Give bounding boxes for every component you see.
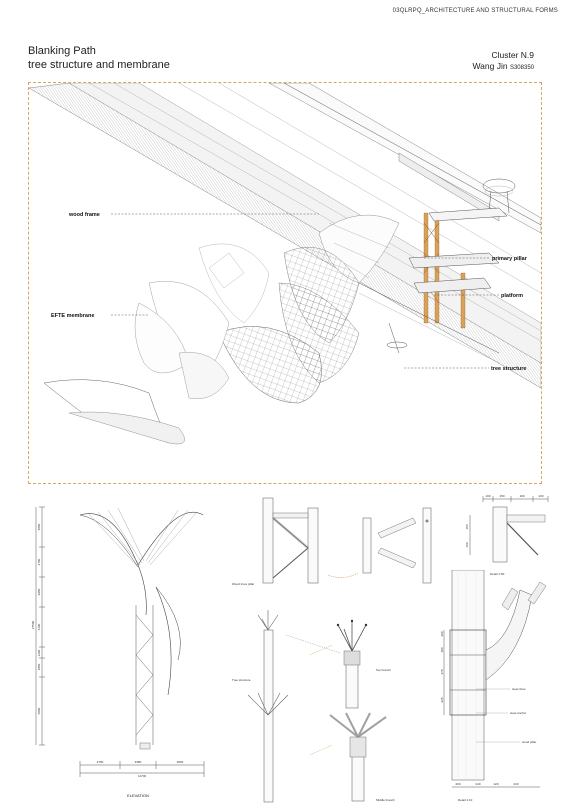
tree-pillar-full (247, 610, 289, 803)
detail-bottom-dim-3: 120 (493, 782, 498, 786)
dim-v-5: 1200 (37, 649, 41, 656)
detail-1-10-caption: Detail 1:10 (458, 798, 473, 802)
label-platform: platform (501, 293, 523, 299)
detail-bottom-dim-2: 240 (475, 782, 480, 786)
label-tree-structure: tree structure (491, 366, 526, 372)
dim-v-3: 2950 (37, 588, 41, 595)
sheet-title: Blanking Path tree structure and membran… (28, 44, 170, 72)
tree-caption: Tree structure (232, 678, 251, 682)
dim-h-3: 3500 (177, 760, 184, 764)
axonometric-drawing: wood frame EFTE membrane primary pillar … (29, 83, 541, 445)
wood-frame-shell (218, 214, 400, 404)
truss-side-dim-2: 100 (465, 542, 469, 547)
dim-v-2: 2700 (37, 558, 41, 565)
top-branch-label: Top branch (376, 668, 391, 672)
label-wood-frame: wood frame (68, 212, 100, 218)
efte-membrane (43, 243, 270, 445)
dim-h-2: 3380 (135, 760, 142, 764)
student-id: S308350 (509, 65, 534, 71)
author-line: Wang Jin S308350 (472, 61, 534, 74)
detail-side-dim-4: 225 (440, 697, 444, 702)
label-wood-pillar: wood pillar (522, 740, 536, 744)
dim-v-1: 4850 (37, 523, 41, 530)
label-efte-membrane: EFTE membrane (51, 313, 94, 319)
detail-1-10-drawing: 200 480 370 225 steel shoe steel anchor … (440, 570, 547, 802)
truss-dim-4: 100 (538, 494, 543, 498)
truss-detail: 100 150 190 100 150 100 Detail 1:50 (465, 494, 549, 576)
wood-truss-drawing: Wood truss pillar 100 150 190 100 150 10… (232, 494, 549, 586)
elevation-tree (79, 507, 204, 750)
label-steel-anchor: steel anchor (510, 711, 526, 715)
truss-exploded (362, 507, 432, 584)
dim-v-total: 27500 (31, 620, 35, 629)
label-steel-shoe: steel shoe (512, 687, 526, 691)
truss-dim-3: 190 (519, 494, 524, 498)
tree-structure-drawing: Tree structure Top branch Middle branch (232, 610, 395, 803)
title-line-2: tree structure and membrane (28, 59, 170, 71)
upper-walkway (268, 83, 541, 234)
truss-detail-caption: Detail 1:50 (490, 572, 505, 576)
elevation-ticks (39, 506, 45, 746)
detail-bottom-dim-4: 240 (513, 782, 518, 786)
truss-pillar-perspective (262, 497, 319, 584)
middle-branch-detail (329, 712, 387, 802)
title-line-1: Blanking Path (28, 45, 96, 57)
middle-branch-label: Middle branch (376, 798, 395, 802)
detail-side-dim-3: 370 (440, 669, 444, 674)
dim-h-total: 11700 (138, 774, 146, 778)
cluster-info: Cluster N.9 Wang Jin S308350 (472, 50, 534, 74)
dim-v-4: 4100 (37, 623, 41, 630)
course-title: 03QLRPQ_ARCHITECTURE AND STRUCTURAL FORM… (392, 8, 558, 14)
dim-v-6: 1850 (37, 663, 41, 670)
truss-dim-2: 150 (499, 494, 504, 498)
elevation-drawing: 4850 2700 2950 4100 1200 1850 6000 27500… (31, 506, 205, 798)
leader-lines (111, 213, 499, 369)
author-name: Wang Jin (472, 61, 508, 71)
cluster-number: Cluster N.9 (491, 50, 534, 60)
pillars-platform (358, 207, 508, 364)
dim-v-7: 6000 (37, 707, 41, 714)
top-branch-detail (336, 619, 368, 709)
truss-dim-1: 100 (485, 494, 490, 498)
truss-side-dim-1: 150 (465, 524, 469, 529)
detail-side-dim-1: 200 (440, 631, 444, 636)
ramp-band (29, 83, 541, 389)
truss-caption: Wood truss pillar (232, 582, 254, 586)
dim-h-1: 3750 (97, 760, 104, 764)
detail-bottom-dim-1: 200 (455, 782, 460, 786)
main-view-frame (28, 82, 542, 484)
label-primary-pillar: primary pillar (492, 256, 528, 262)
elevation-caption: ELEVATION (127, 793, 149, 798)
detail-side-dim-2: 480 (440, 647, 444, 652)
